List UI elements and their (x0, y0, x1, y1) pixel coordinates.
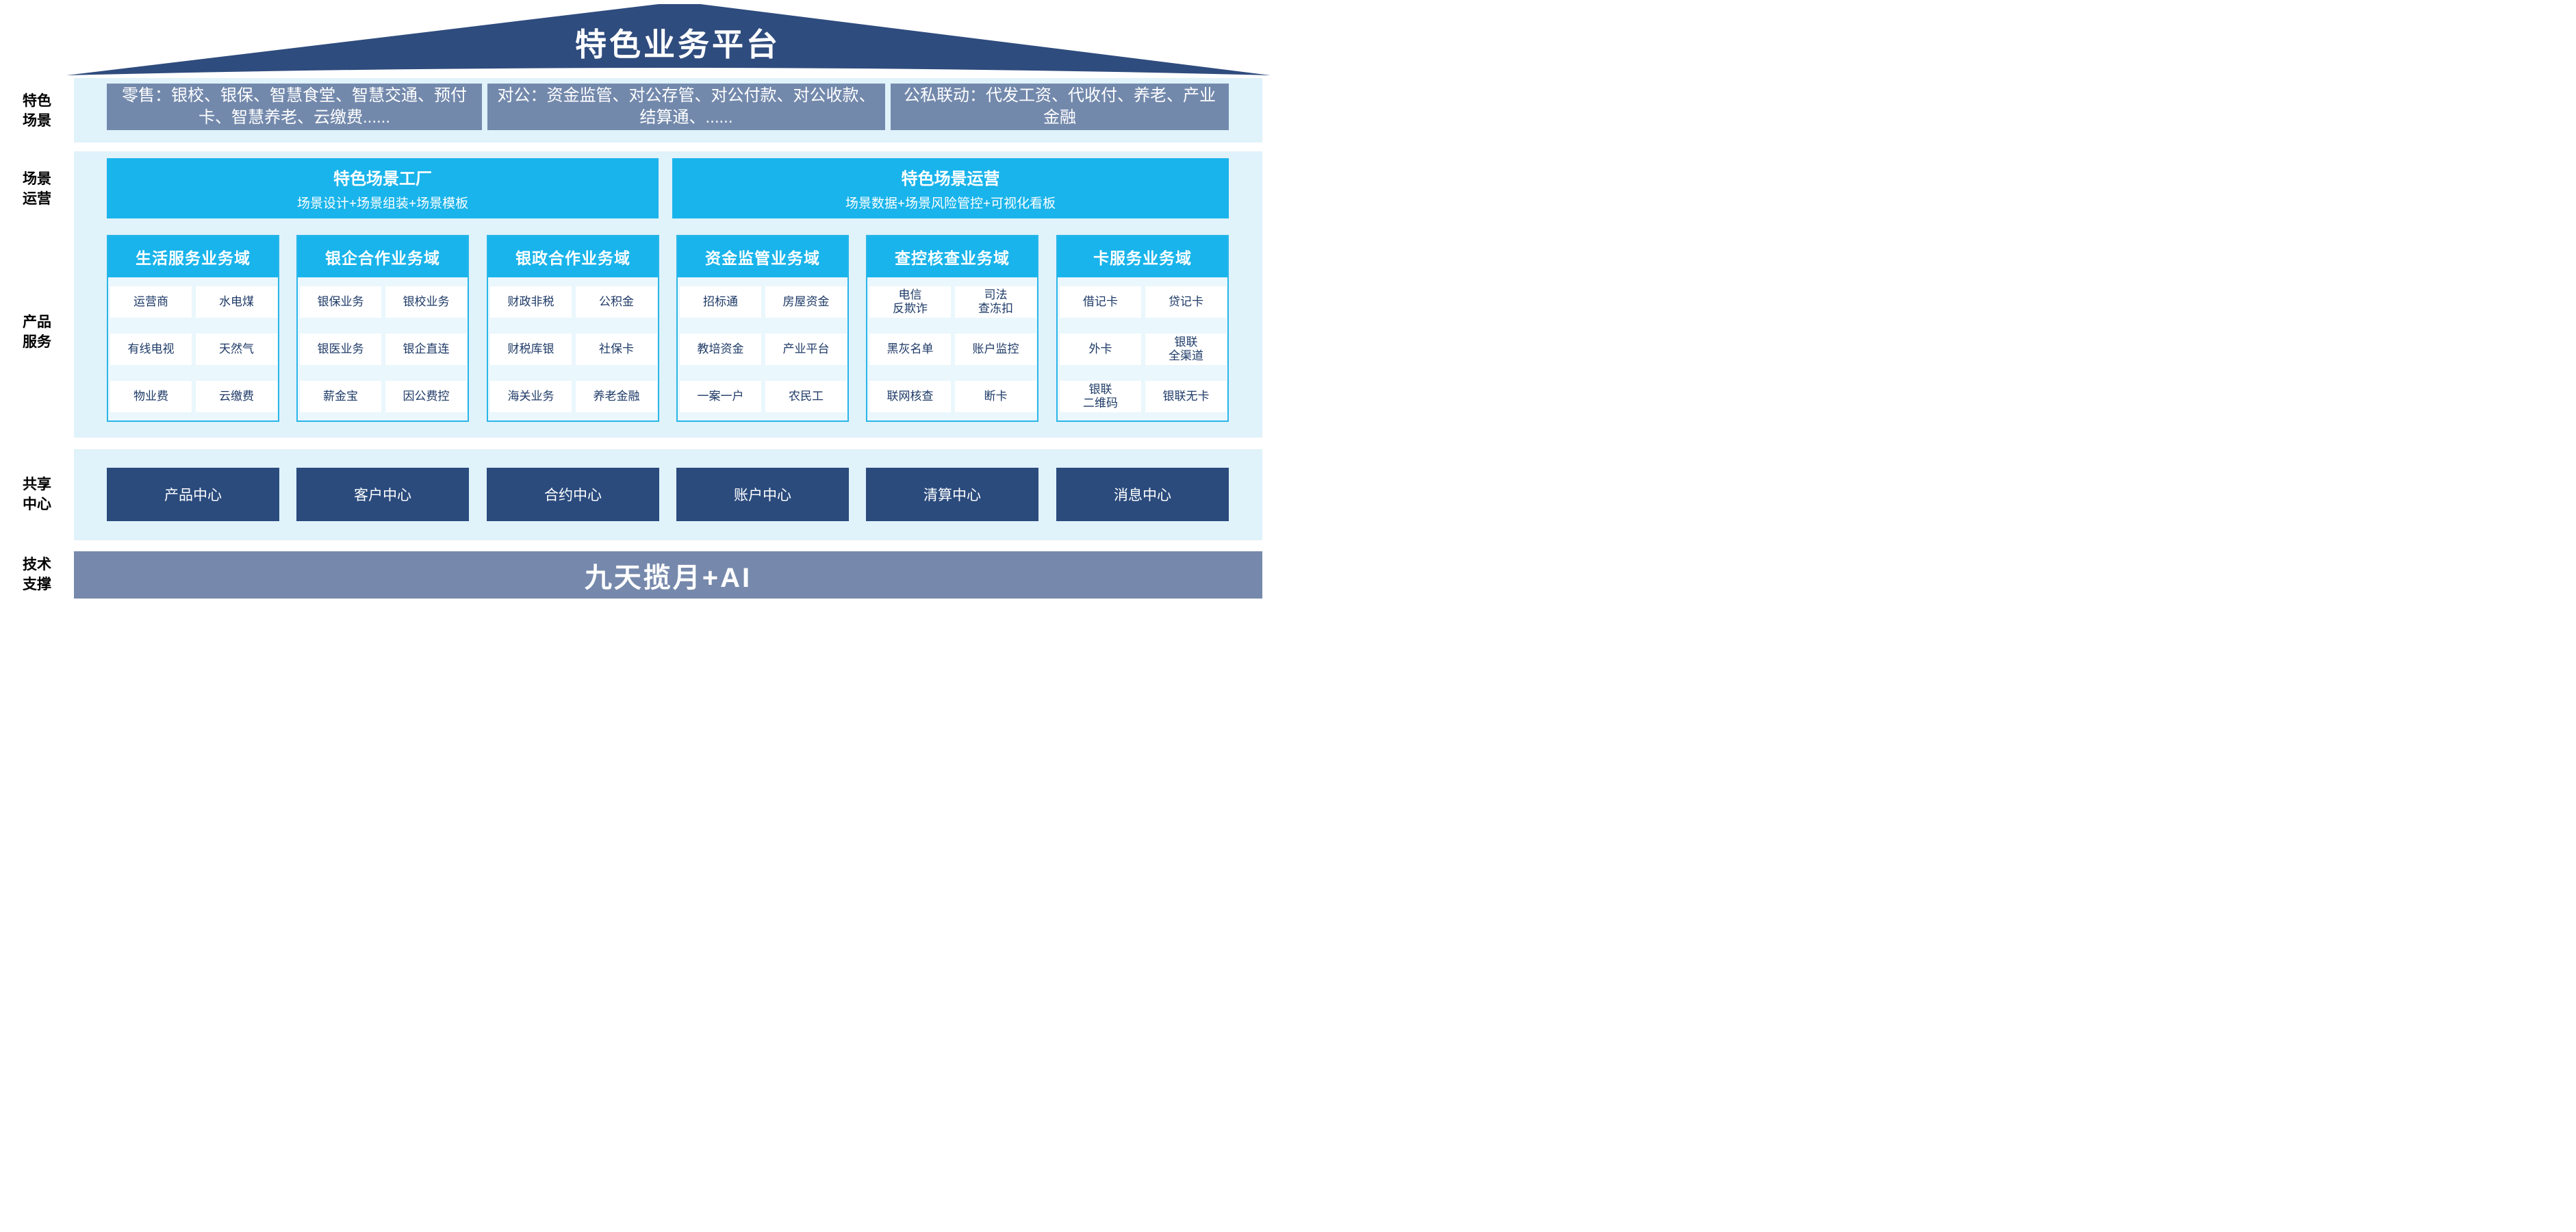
product-item: 财政非税 (490, 286, 572, 318)
product-item: 薪金宝 (300, 381, 381, 412)
domain-card-header: 资金监管业务域 (678, 236, 847, 277)
product-item: 司法 查冻扣 (955, 286, 1036, 318)
product-item: 因公费控 (385, 381, 467, 412)
product-item: 联网核查 (869, 381, 951, 412)
product-item: 银校业务 (385, 286, 467, 318)
domain-card-header: 查控核查业务域 (867, 236, 1037, 277)
product-item: 公积金 (576, 286, 657, 318)
scene-box-corporate: 对公：资金监管、对公存管、对公付款、对公收款、结算通、...... (487, 84, 885, 130)
domain-card-body: 运营商 水电煤 有线电视 天然气 物业费 云缴费 (108, 277, 278, 421)
scene-box-retail: 零售：银校、银保、智慧食堂、智慧交通、预付卡、智慧养老、云缴费...... (107, 84, 482, 130)
product-item: 断卡 (955, 381, 1036, 412)
domain-card-inquiry-control: 查控核查业务域 电信 反欺诈 司法 查冻扣 黑灰名单 账户监控 联网核查 断卡 (866, 235, 1038, 422)
side-label-technology: 技术支撑 (23, 557, 51, 593)
product-item: 账户监控 (955, 334, 1036, 365)
domain-card-body: 电信 反欺诈 司法 查冻扣 黑灰名单 账户监控 联网核查 断卡 (867, 277, 1037, 421)
product-item: 银联无卡 (1145, 381, 1227, 412)
scene-box-public-private: 公私联动：代发工资、代收付、养老、产业金融 (891, 84, 1229, 130)
center-box-account: 账户中心 (676, 468, 849, 521)
product-item: 银联 二维码 (1060, 381, 1141, 412)
domain-card-bank-enterprise: 银企合作业务域 银保业务 银校业务 银医业务 银企直连 薪金宝 因公费控 (296, 235, 469, 422)
domain-card-header: 生活服务业务域 (108, 236, 278, 277)
product-item: 天然气 (196, 334, 277, 365)
product-item: 物业费 (110, 381, 192, 412)
product-item: 海关业务 (490, 381, 572, 412)
domain-card-bank-government: 银政合作业务域 财政非税 公积金 财税库银 社保卡 海关业务 养老金融 (487, 235, 659, 422)
scene-operation-subtitle: 场景数据+场景风险管控+可视化看板 (845, 197, 1056, 211)
product-item: 运营商 (110, 286, 192, 318)
scene-factory-title: 特色场景工厂 (333, 170, 432, 188)
domain-card-life-services: 生活服务业务域 运营商 水电煤 有线电视 天然气 物业费 云缴费 (107, 235, 279, 422)
product-item: 社保卡 (576, 334, 657, 365)
product-item: 银联 全渠道 (1145, 334, 1227, 365)
product-item: 产业平台 (765, 334, 847, 365)
product-item: 一案一户 (680, 381, 761, 412)
product-item: 借记卡 (1060, 286, 1141, 318)
product-item: 电信 反欺诈 (869, 286, 951, 318)
domain-card-header: 银政合作业务域 (488, 236, 658, 277)
scene-factory-subtitle: 场景设计+场景组装+场景模板 (296, 197, 469, 211)
domain-card-header: 银企合作业务域 (298, 236, 468, 277)
scene-factory-box: 特色场景工厂 场景设计+场景组装+场景模板 (107, 158, 659, 218)
page-title: 特色业务平台 (575, 27, 780, 62)
product-item: 养老金融 (576, 381, 657, 412)
tech-support-bar: 九天揽月+AI (74, 551, 1262, 599)
center-box-customer: 客户中心 (296, 468, 469, 521)
domain-card-card-services: 卡服务业务域 借记卡 贷记卡 外卡 银联 全渠道 银联 二维码 银联无卡 (1056, 235, 1229, 422)
domain-card-fund-supervision: 资金监管业务域 招标通 房屋资金 教培资金 产业平台 一案一户 农民工 (676, 235, 849, 422)
domain-card-body: 银保业务 银校业务 银医业务 银企直连 薪金宝 因公费控 (298, 277, 468, 421)
center-box-contract: 合约中心 (487, 468, 659, 521)
product-item: 银保业务 (300, 286, 381, 318)
product-item: 房屋资金 (765, 286, 847, 318)
side-label-operations: 场景运营 (23, 171, 51, 208)
platform-roof-shape (66, 4, 1271, 75)
side-label-products: 产品服务 (23, 314, 51, 351)
product-item: 银医业务 (300, 334, 381, 365)
scene-operation-box: 特色场景运营 场景数据+场景风险管控+可视化看板 (672, 158, 1229, 218)
domain-card-header: 卡服务业务域 (1058, 236, 1227, 277)
product-item: 农民工 (765, 381, 847, 412)
product-item: 贷记卡 (1145, 286, 1227, 318)
scene-operation-title: 特色场景运营 (901, 170, 1000, 188)
domain-card-body: 借记卡 贷记卡 外卡 银联 全渠道 银联 二维码 银联无卡 (1058, 277, 1227, 421)
side-label-centers: 共享中心 (23, 477, 51, 513)
domain-card-body: 招标通 房屋资金 教培资金 产业平台 一案一户 农民工 (678, 277, 847, 421)
product-item: 教培资金 (680, 334, 761, 365)
product-item: 水电煤 (196, 286, 277, 318)
center-box-clearing: 清算中心 (866, 468, 1038, 521)
product-item: 有线电视 (110, 334, 192, 365)
product-item: 银企直连 (385, 334, 467, 365)
platform-architecture-diagram: 特色业务平台 特色场景 场景运营 产品服务 共享中心 技术支撑 零售：银校、银保… (0, 0, 1288, 616)
product-item: 招标通 (680, 286, 761, 318)
product-item: 黑灰名单 (869, 334, 951, 365)
center-box-message: 消息中心 (1056, 468, 1229, 521)
domain-card-body: 财政非税 公积金 财税库银 社保卡 海关业务 养老金融 (488, 277, 658, 421)
product-item: 外卡 (1060, 334, 1141, 365)
center-box-product: 产品中心 (107, 468, 279, 521)
side-label-scenes: 特色场景 (23, 93, 51, 129)
product-item: 云缴费 (196, 381, 277, 412)
product-item: 财税库银 (490, 334, 572, 365)
